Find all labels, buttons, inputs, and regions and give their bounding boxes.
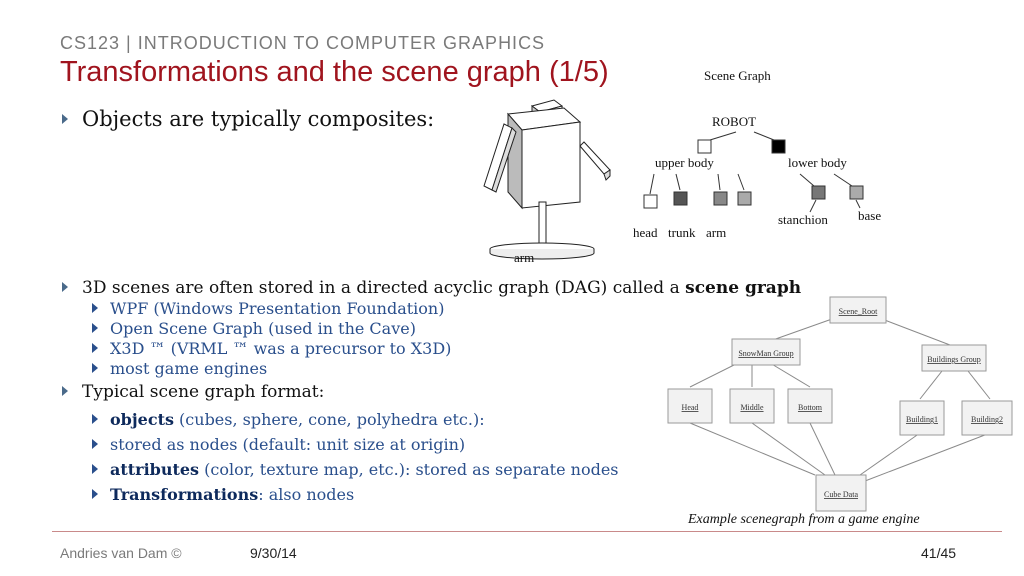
sub-bullet-arrow-icon [92, 302, 98, 313]
node-upper-body-label: upper body [655, 155, 714, 170]
svg-text:Buildings Group: Buildings Group [927, 355, 981, 364]
robot-arm-label: arm [514, 250, 535, 265]
svg-text:Scene_Root: Scene_Root [839, 307, 878, 316]
bullet-arrow-icon [62, 281, 68, 292]
sub-bullet-arrow-icon [92, 488, 98, 499]
node-arm [713, 191, 728, 206]
bullet-format: Typical scene graph format: [62, 382, 324, 402]
sub-bullet-wpf: WPF (Windows Presentation Foundation) [92, 299, 444, 318]
sub-bullet-arrow-icon [92, 463, 98, 474]
sub-bullet-text: most game engines [110, 359, 268, 378]
sub-bullet-text: (color, texture map, etc.): stored as se… [199, 460, 619, 479]
bullet-text: Objects are typically composites: [82, 107, 435, 131]
node-middle: Middle [729, 388, 775, 424]
sub-bullet-arrow-icon [92, 413, 98, 424]
sub-bullet-osg: Open Scene Graph (used in the Cave) [92, 319, 416, 338]
svg-text:Building1: Building1 [906, 415, 938, 424]
footer-date: 9/30/14 [250, 545, 297, 561]
footer-author: Andries van Dam © [60, 545, 182, 561]
node-stanchion-label: stanchion [778, 212, 828, 227]
node-upper-body [697, 139, 712, 154]
bullet-scene-graph: 3D scenes are often stored in a directed… [62, 278, 801, 298]
svg-text:Bottom: Bottom [798, 403, 823, 412]
node-building1: Building1 [899, 400, 945, 436]
node-arm-2 [737, 191, 752, 206]
node-trunk-label: trunk [668, 225, 696, 240]
sub-bullet-transformations: Transformations: also nodes [92, 485, 354, 504]
bullet-text: Typical scene graph format: [82, 382, 325, 402]
course-header: CS123 | INTRODUCTION TO COMPUTER GRAPHIC… [60, 33, 546, 53]
sub-bullet-text: (cubes, sphere, cone, polyhedra etc.): [173, 410, 485, 429]
sub-bullet-arrow-icon [92, 322, 98, 333]
bullet-text: 3D scenes are often stored in a directed… [82, 278, 686, 298]
sub-bullet-text: : also nodes [258, 485, 355, 504]
node-snowman-group: SnowMan Group [731, 338, 801, 366]
node-building2: Building2 [961, 400, 1013, 436]
node-scene-root: Scene_Root [829, 296, 887, 324]
svg-text:Head: Head [682, 403, 699, 412]
sub-bullet-game-engines: most game engines [92, 359, 267, 378]
sub-bullet-text: Open Scene Graph (used in the Cave) [110, 319, 416, 338]
node-arm-label: arm [706, 225, 727, 240]
robot-tree-diagram [643, 131, 864, 213]
node-bottom: Bottom [787, 388, 833, 424]
sub-bullet-strong: Transformations [110, 485, 259, 504]
figure-caption: Example scenegraph from a game engine [688, 512, 920, 527]
node-lower-body [771, 139, 786, 154]
bullet-strong-text: scene graph [685, 278, 802, 298]
sub-bullet-nodes: stored as nodes (default: unit size at o… [92, 435, 465, 454]
node-trunk [673, 191, 688, 206]
game-scene-graph: Scene_Root SnowMan Group Buildings Group… [667, 296, 1013, 512]
svg-text:Building2: Building2 [971, 415, 1003, 424]
bullet-arrow-icon [62, 385, 68, 396]
node-cube-data: Cube Data [815, 474, 867, 512]
sub-bullet-strong: objects [110, 410, 174, 429]
bullet-composites: Objects are typically composites: [62, 107, 434, 131]
sub-bullet-arrow-icon [92, 342, 98, 353]
sub-bullet-objects: objects (cubes, sphere, cone, polyhedra … [92, 410, 485, 429]
node-head: Head [667, 388, 713, 424]
svg-text:Cube Data: Cube Data [824, 490, 858, 499]
node-lower-body-label: lower body [788, 155, 847, 170]
scene-graph-title: Scene Graph [704, 68, 771, 83]
svg-text:Middle: Middle [740, 403, 764, 412]
sub-bullet-strong: attributes [110, 460, 200, 479]
footer-page-number: 41/45 [921, 545, 957, 561]
node-stanchion [811, 185, 826, 200]
node-base-label: base [858, 208, 882, 223]
bullet-arrow-icon [62, 113, 68, 124]
node-base [849, 185, 864, 200]
svg-text:SnowMan Group: SnowMan Group [738, 349, 793, 358]
sub-bullet-text: WPF (Windows Presentation Foundation) [110, 299, 445, 318]
robot-figure [483, 99, 611, 260]
sub-bullet-attributes: attributes (color, texture map, etc.): s… [92, 460, 619, 479]
node-robot-label: ROBOT [712, 114, 757, 129]
sub-bullet-text: stored as nodes (default: unit size at o… [110, 435, 466, 454]
sub-bullet-arrow-icon [92, 362, 98, 373]
sub-bullet-text: X3D ™ (VRML ™ was a precursor to X3D) [110, 339, 452, 358]
node-head [643, 194, 658, 209]
footer-divider [52, 531, 1002, 532]
sub-bullet-x3d: X3D ™ (VRML ™ was a precursor to X3D) [92, 339, 451, 358]
node-head-label: head [633, 225, 658, 240]
node-buildings-group: Buildings Group [921, 344, 987, 372]
sub-bullet-arrow-icon [92, 438, 98, 449]
slide-title: Transformations and the scene graph (1/5… [60, 56, 609, 88]
